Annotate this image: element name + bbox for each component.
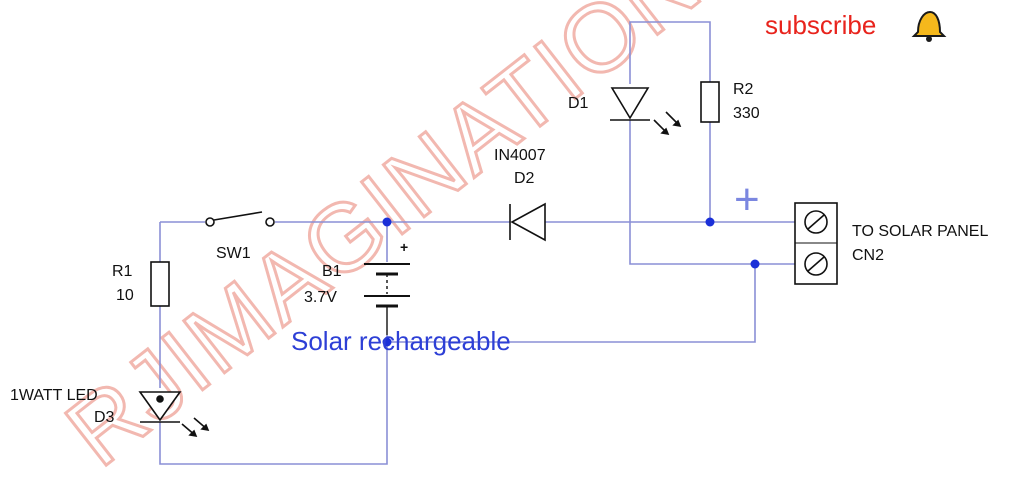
diode-d2	[509, 202, 546, 242]
positive-terminal-sign: +	[734, 175, 760, 224]
battery-b1	[364, 263, 410, 335]
connector-cn2	[794, 202, 838, 285]
battery-plus-sign: +	[400, 239, 408, 255]
bell-icon[interactable]	[911, 10, 947, 42]
d3-part-label: 1WATT LED	[10, 387, 98, 404]
b1-value-label: 3.7V	[304, 289, 337, 306]
junctions	[382, 217, 760, 347]
watermark-text: RJIMAGINATION	[47, 0, 720, 481]
subscribe-link[interactable]: subscribe	[765, 10, 876, 40]
resistor-r2	[700, 81, 720, 123]
b1-ref-label: B1	[322, 263, 342, 280]
junction-dot	[705, 217, 715, 227]
wire-negative-return	[387, 264, 756, 343]
wire-d1-bottom	[629, 222, 755, 265]
r2-value-label: 330	[733, 105, 760, 122]
led-d3	[138, 391, 210, 438]
r1-ref-label: R1	[112, 263, 133, 280]
d2-part-label: IN4007	[494, 147, 546, 164]
wires	[159, 21, 800, 465]
junction-dot	[750, 259, 760, 269]
wire-bottom-return	[159, 335, 388, 465]
junction-dot	[382, 337, 392, 347]
sw1-label: SW1	[216, 245, 251, 262]
d2-ref-label: D2	[514, 170, 535, 187]
junction-dot	[382, 217, 392, 227]
r1-value-label: 10	[116, 287, 134, 304]
cn2-ref-label: CN2	[852, 247, 884, 264]
resistor-r1	[150, 261, 170, 307]
battery-note: Solar rechargeable	[291, 326, 511, 356]
d3-ref-label: D3	[94, 409, 115, 426]
led-d1	[610, 87, 682, 136]
d1-ref-label: D1	[568, 95, 589, 112]
wire-top-loop	[629, 21, 711, 84]
r2-ref-label: R2	[733, 81, 754, 98]
cn2-description-label: TO SOLAR PANEL	[852, 223, 988, 240]
switch-sw1	[205, 211, 275, 227]
